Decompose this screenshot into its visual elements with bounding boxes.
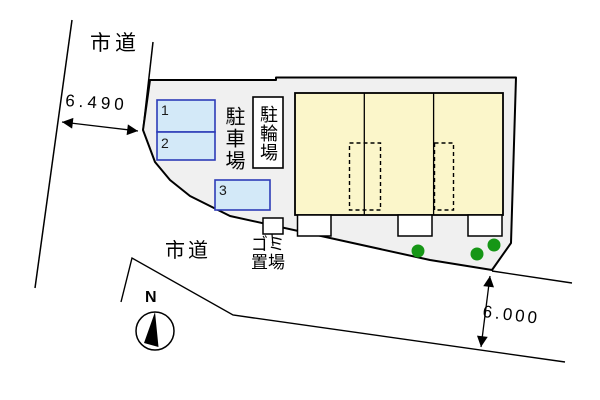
parking-stall-3 <box>214 179 271 211</box>
road-left-east-edge <box>142 41 154 131</box>
dimension-arrow-left <box>61 117 139 136</box>
road-left-west-edge <box>34 19 73 289</box>
building <box>294 92 504 216</box>
road-label-bottom: 市道 <box>165 240 211 262</box>
road-bottom-north-edge <box>491 270 573 284</box>
stair-dashed-outline-1 <box>348 142 382 211</box>
bicycle-parking-label: 駐輪場 <box>258 104 278 162</box>
entrance-porch-3 <box>467 214 503 237</box>
garbage-station-label: ゴミ 置場 <box>251 235 285 273</box>
road-label-top: 市道 <box>90 32 140 55</box>
parking-stall-2 <box>156 131 216 161</box>
tree-dot-3 <box>487 238 501 252</box>
entrance-porch-1 <box>296 214 332 237</box>
parking-lot-label: 駐車場 <box>222 106 244 172</box>
dimension-arrow-bottom-right <box>476 275 495 348</box>
north-label: N <box>145 289 157 306</box>
entrance-porch-2 <box>397 214 433 237</box>
bicycle-parking-box <box>252 96 284 169</box>
road-bottom-south-edge <box>120 256 566 363</box>
garbage-leader-line <box>271 233 274 247</box>
garbage-box <box>262 217 284 235</box>
compass-needle-icon <box>144 312 159 347</box>
tree-dot-1 <box>411 244 425 258</box>
stair-dashed-outline-2 <box>433 142 455 211</box>
tree-dot-2 <box>470 247 484 261</box>
dimension-label-6490: 6.490 <box>64 91 129 115</box>
parking-stall-3-number: 3 <box>219 182 227 198</box>
parking-stall-1-number: 1 <box>161 102 169 118</box>
parking-stall-2-number: 2 <box>161 135 169 151</box>
